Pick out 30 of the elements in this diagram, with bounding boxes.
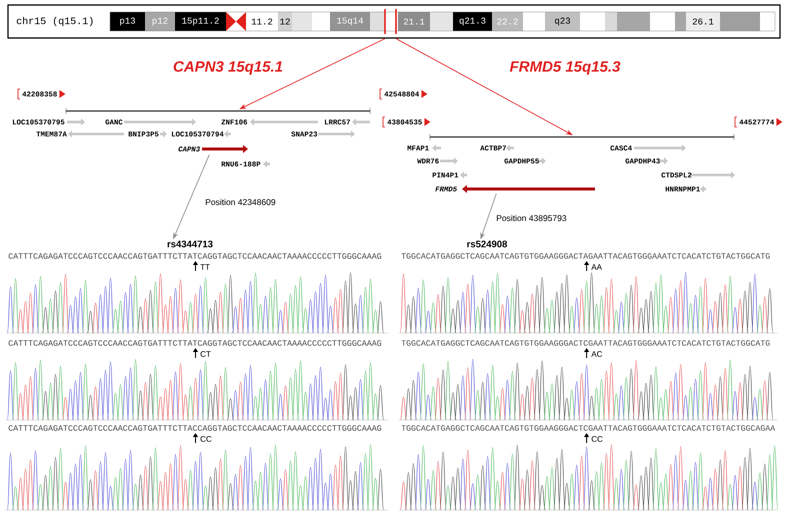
genotype-label: CT bbox=[200, 350, 212, 358]
band-label: 12 bbox=[280, 18, 290, 25]
base-sequence: CATTTCAGAGATCCCAGTCCCAACCAGTGATTTCTTATCAGGTAGCTCCAACAACTAAAACCCCCTTGGGCAAAG bbox=[8, 340, 382, 346]
snp-label: rs524908 bbox=[467, 240, 508, 248]
genomic-track bbox=[66, 108, 370, 114]
band-label: p12 bbox=[152, 18, 168, 26]
band-label: 15p11.2 bbox=[182, 18, 219, 26]
genotype-label: CC bbox=[200, 436, 212, 442]
genomic-track bbox=[430, 134, 734, 140]
band-label: 15q14 bbox=[337, 18, 364, 26]
band-label: q23 bbox=[555, 18, 570, 26]
band-label: p13 bbox=[120, 18, 136, 26]
base-sequence: CATTTCAGAGATCCCAGTCCCAACCAGTGATTTCTTACCAGGTAGCTCCAACAACTAAAACCCCCTTGGGCAAAG bbox=[8, 425, 382, 431]
genotype-label: AC bbox=[590, 350, 603, 358]
band-label: 11.2 bbox=[252, 18, 272, 25]
edge-label: FRMD5 15q15.3 bbox=[508, 60, 622, 76]
base-sequence: TGGCACATGAGGCTCAGCAATCAGTGTGGAAGGGACTCGAATTACAGTGGGAAATCTCACATCTGTACTGGCAGAA bbox=[402, 425, 776, 431]
genotype-label: CC bbox=[590, 436, 604, 442]
band-label: q21.3 bbox=[460, 18, 486, 26]
ideogram-box bbox=[7, 4, 781, 39]
band-label: 26.1 bbox=[692, 18, 714, 25]
edge-label: CAPN3 15q15.1 bbox=[172, 60, 284, 76]
base-sequence: CATTTCAGAGATCCCAGTCCCAACCAGTGATTTCTTATCAGGTAGCTCCAACAACTAAAACCCCCTTGGGCAAAG bbox=[8, 253, 382, 259]
snp-label: rs4344713 bbox=[168, 240, 213, 248]
base-sequence: TGGCACATGAGGCTCAGCAATCAGTGTGGAAGGGACTCGAATTACAGTGGGAAATCTCACATCTGTACTGGCATG bbox=[402, 340, 770, 346]
chromosome-ideogram-drawing bbox=[110, 9, 776, 34]
base-sequence: TGGCACATGAGGCTCAGCAATCAGTGTGGAAGGGACTAGAATTACAGTGGGAAATCTCACATCTGTACTGGCATG bbox=[402, 253, 770, 259]
band-label: 22.2 bbox=[497, 18, 518, 25]
chromosome-label: chr15 (q15.1) bbox=[16, 16, 93, 26]
band-label: 21.1 bbox=[404, 18, 424, 25]
